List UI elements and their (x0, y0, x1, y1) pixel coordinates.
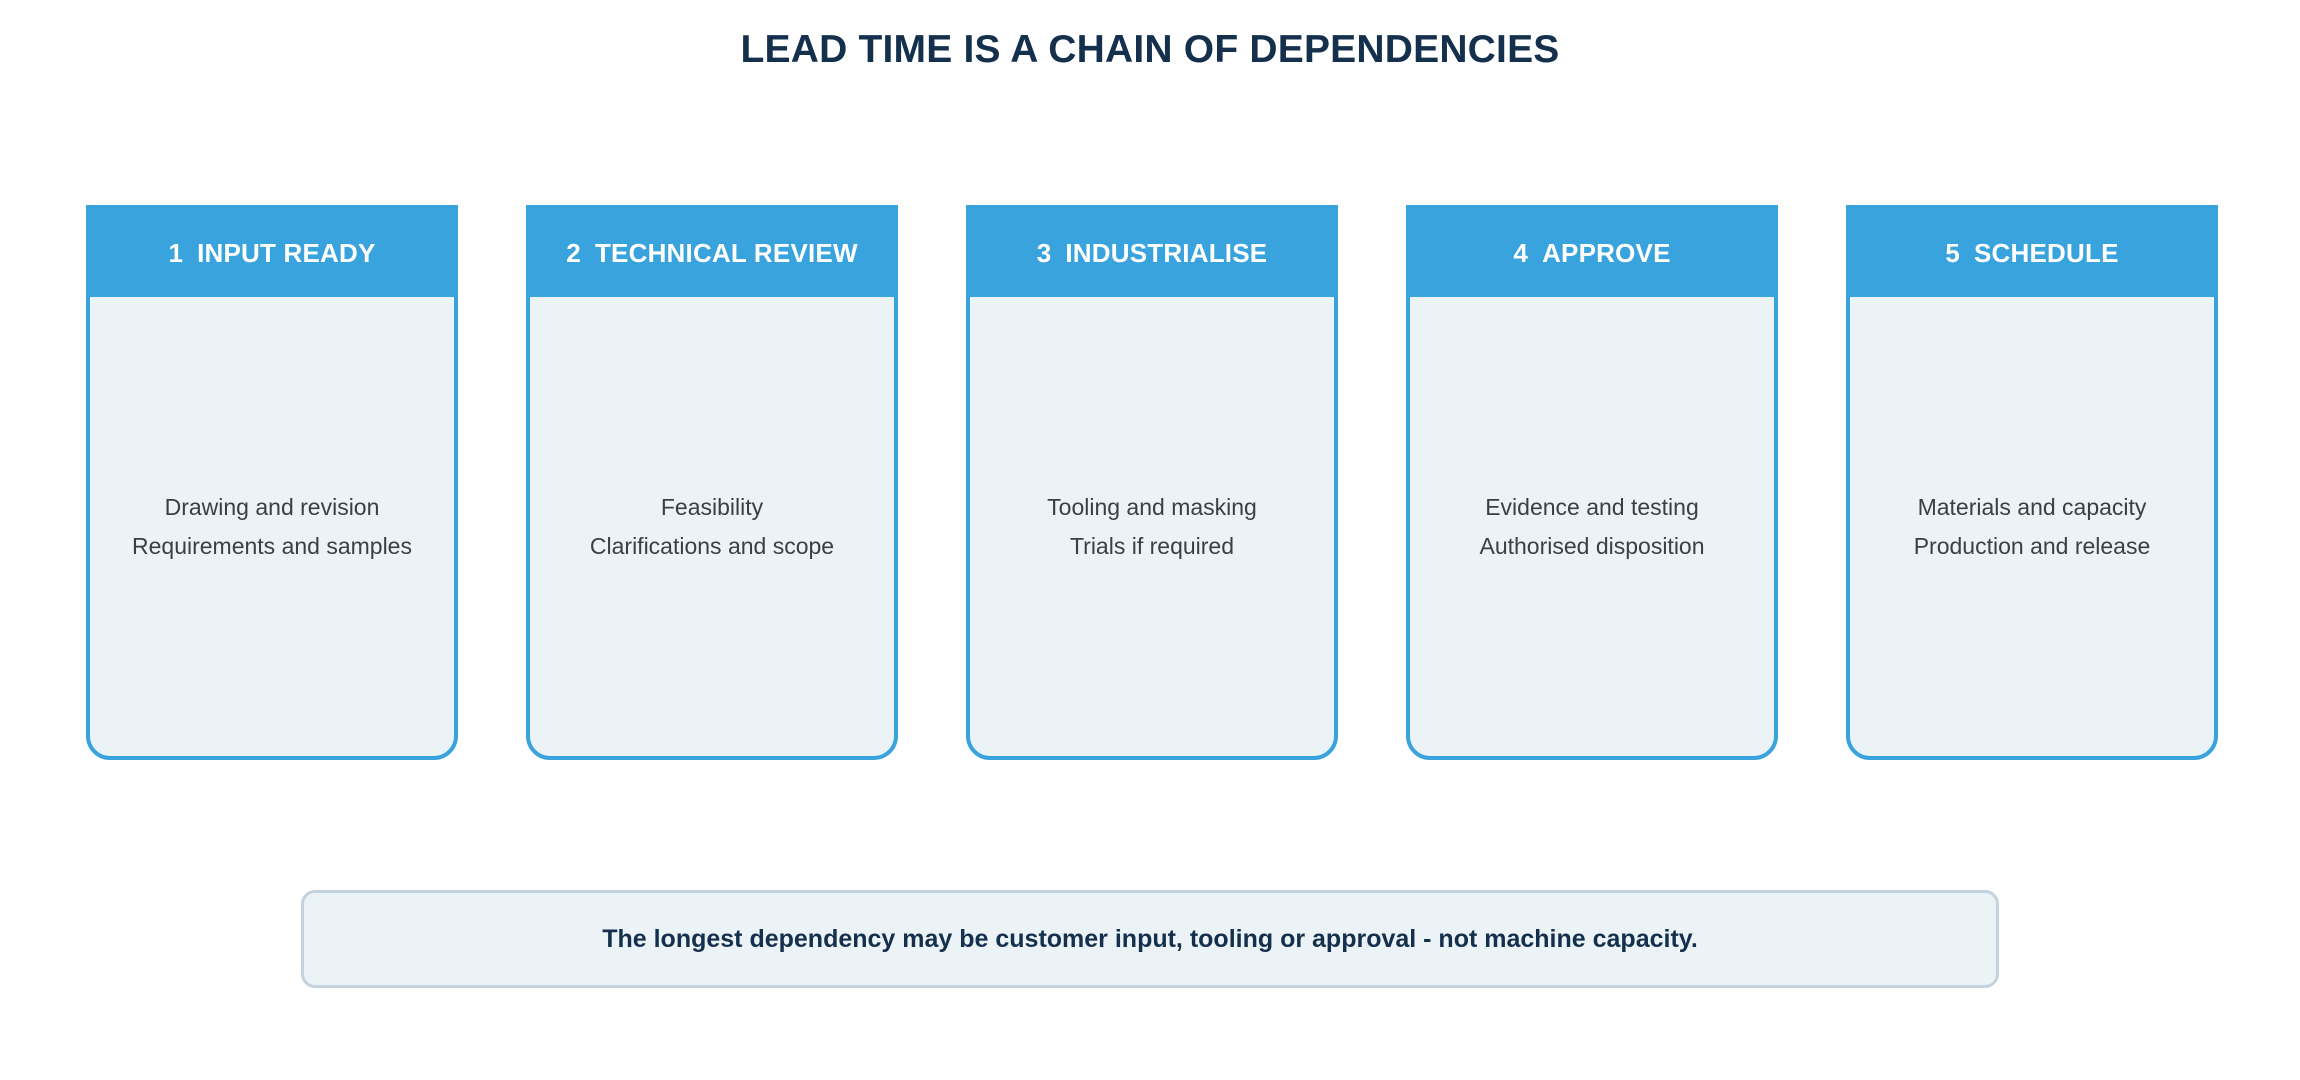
stage-detail-line: Evidence and testing (1485, 493, 1699, 520)
stage-card-technical-review: 2 TECHNICAL REVIEW Feasibility Clarifica… (526, 205, 898, 760)
stage-header: 1 INPUT READY (90, 209, 454, 297)
stage-detail-line: Clarifications and scope (589, 532, 835, 559)
stage-body: Feasibility Clarifications and scope (530, 297, 894, 756)
stage-label: SCHEDULE (1974, 237, 2119, 268)
stage-body: Materials and capacity Production and re… (1850, 297, 2214, 756)
stage-header: 2 TECHNICAL REVIEW (530, 209, 894, 297)
stage-detail-line: Requirements and samples (132, 532, 412, 559)
stage-body: Evidence and testing Authorised disposit… (1410, 297, 1774, 756)
stage-number: 5 (1945, 237, 1961, 268)
stage-card-input-ready: 1 INPUT READY Drawing and revision Requi… (86, 205, 458, 760)
stage-header: 3 INDUSTRIALISE (970, 209, 1334, 297)
stage-detail-line: Drawing and revision (164, 493, 380, 520)
stage-detail-line: Feasibility (660, 493, 764, 520)
stage-card-industrialise: 3 INDUSTRIALISE Tooling and masking Tria… (966, 205, 1338, 760)
stage-body: Tooling and masking Trials if required (970, 297, 1334, 756)
stage-header: 5 SCHEDULE (1850, 209, 2214, 297)
stage-number: 2 (566, 237, 581, 268)
stage-label: INDUSTRIALISE (1065, 237, 1268, 268)
stage-detail-line: Authorised disposition (1479, 532, 1705, 559)
stage-card-approve: 4 APPROVE Evidence and testing Authorise… (1406, 205, 1778, 760)
stage-detail-line: Materials and capacity (1917, 493, 2147, 520)
stage-label: INPUT READY (197, 237, 376, 268)
key-insight-text: The longest dependency may be customer i… (602, 924, 1698, 953)
page-title: LEAD TIME IS A CHAIN OF DEPENDENCIES (740, 28, 1560, 71)
key-insight-note: The longest dependency may be customer i… (301, 890, 1999, 988)
stage-card-schedule: 5 SCHEDULE Materials and capacity Produc… (1846, 205, 2218, 760)
stage-label: TECHNICAL REVIEW (594, 237, 858, 268)
stage-detail-line: Trials if required (1069, 532, 1235, 559)
stage-number: 4 (1513, 237, 1529, 268)
stage-body: Drawing and revision Requirements and sa… (90, 297, 454, 756)
stage-number: 1 (168, 237, 184, 268)
stage-detail-line: Tooling and masking (1047, 493, 1257, 520)
stage-number: 3 (1036, 237, 1052, 268)
stage-label: APPROVE (1542, 237, 1671, 268)
stage-detail-line: Production and release (1913, 532, 2151, 559)
stage-header: 4 APPROVE (1410, 209, 1774, 297)
